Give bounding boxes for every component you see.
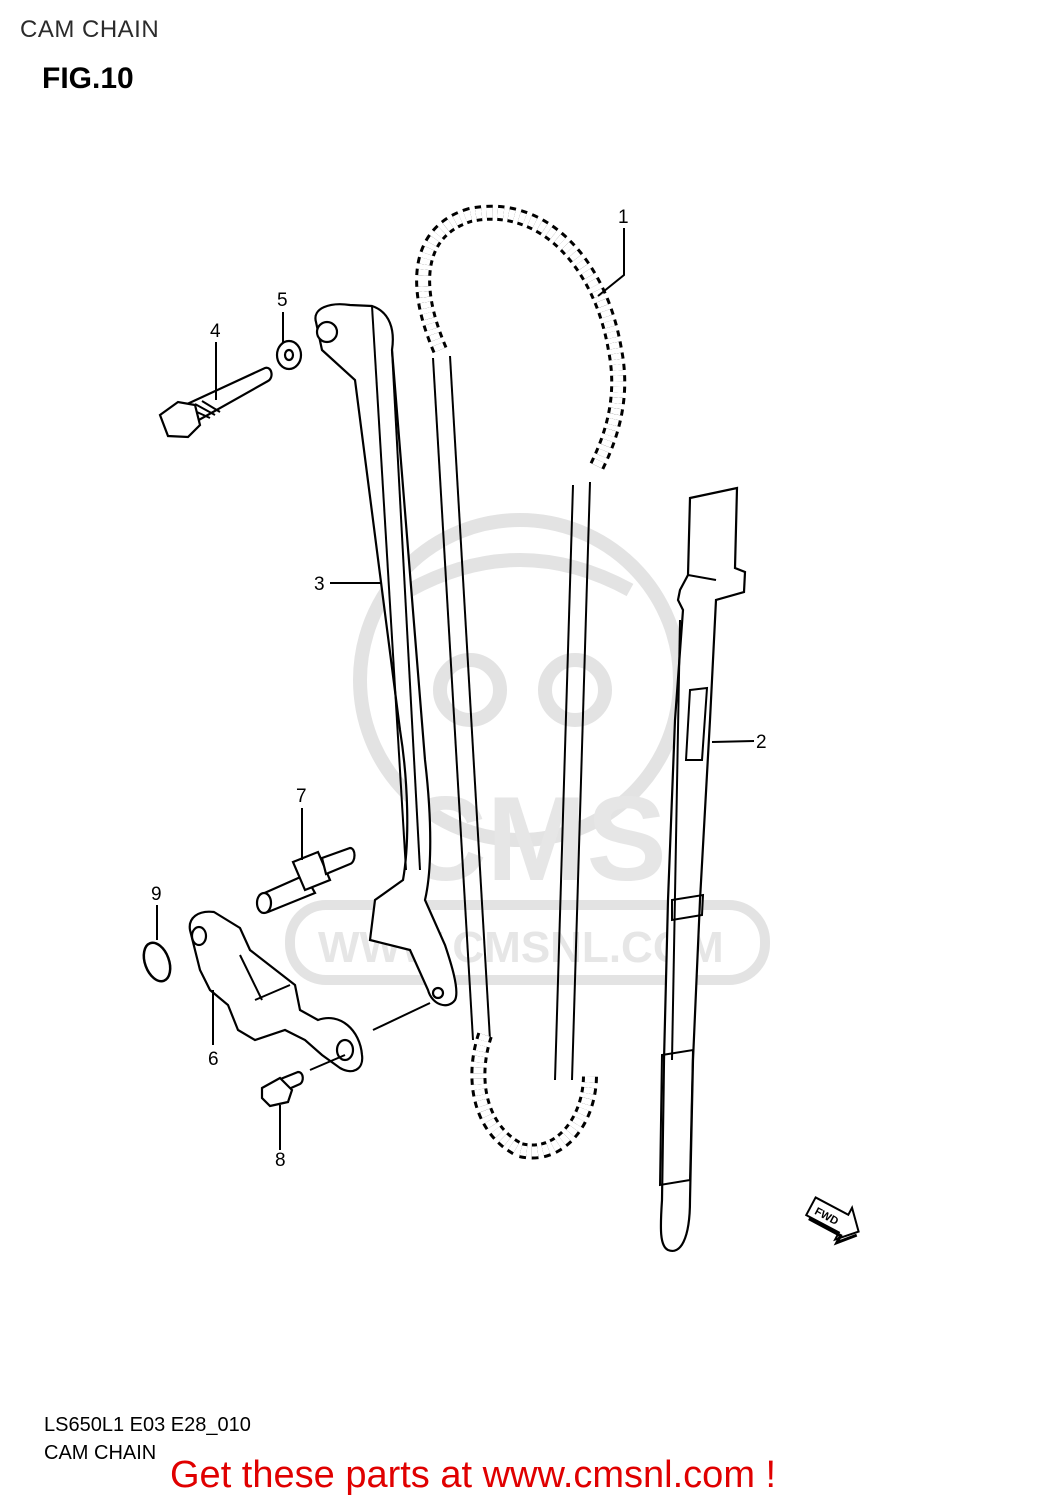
chain-guide	[658, 486, 747, 1253]
gasket-9	[142, 941, 172, 983]
callout-8: 8	[275, 1150, 286, 1171]
callout-2: 2	[756, 732, 767, 753]
washer-5	[275, 339, 303, 371]
callout-6: 6	[208, 1049, 219, 1070]
diagram-caption: CAM CHAIN	[44, 1442, 157, 1464]
callout-4: 4	[210, 321, 221, 342]
callout-numbers: 1 2 3 4 5 6 7 8 9	[151, 207, 767, 1171]
callout-1: 1	[618, 207, 629, 228]
cam-chain	[415, 204, 627, 1160]
fwd-arrow-icon: FWD	[804, 1196, 860, 1246]
pin-7	[255, 846, 356, 915]
watermark-logo: CMS	[400, 772, 667, 906]
callout-5: 5	[277, 290, 288, 311]
section-title: CAM CHAIN	[20, 16, 160, 43]
cms-watermark: CMS WWW.CMSNL.COM	[285, 513, 770, 985]
bolt-4	[158, 366, 273, 439]
diagram-code: LS650L1 E03 E28_010	[44, 1414, 251, 1436]
callout-9: 9	[151, 884, 162, 905]
bolt-8	[260, 1070, 304, 1108]
callout-7: 7	[296, 786, 307, 807]
figure-label: FIG.10	[42, 62, 134, 95]
leader-lines	[156, 228, 755, 1150]
callout-3: 3	[314, 574, 325, 595]
promo-link[interactable]: Get these parts at www.cmsnl.com !	[170, 1454, 777, 1496]
tensioner-adjuster-6	[188, 910, 364, 1073]
tensioner-arm	[314, 303, 458, 1007]
